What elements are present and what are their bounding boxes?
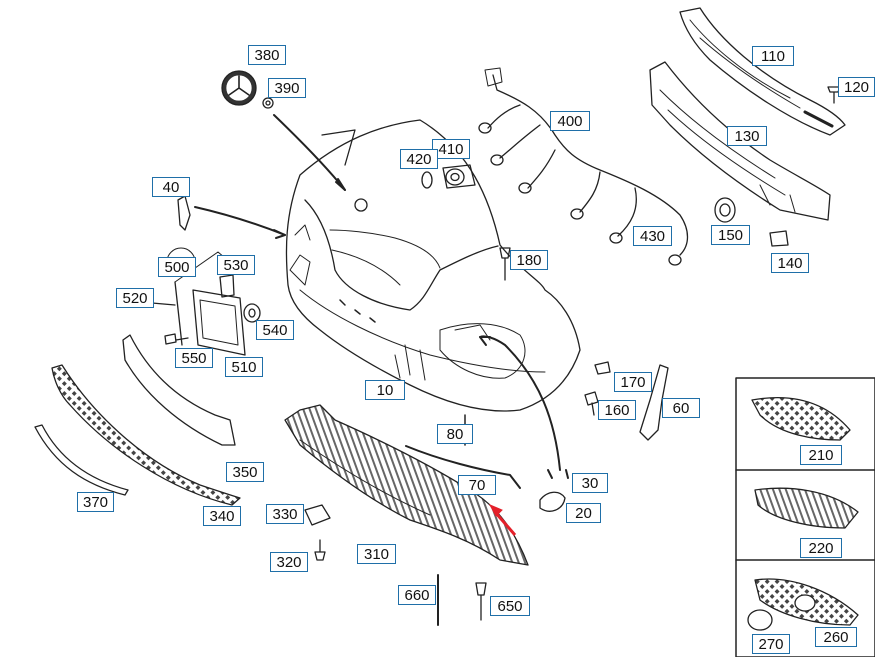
clip-part bbox=[304, 504, 331, 526]
callout-650[interactable]: 650 bbox=[490, 596, 530, 616]
washer-cap-part bbox=[539, 491, 566, 512]
screw-part bbox=[499, 247, 511, 281]
callout-40[interactable]: 40 bbox=[152, 177, 190, 197]
callout-430[interactable]: 430 bbox=[633, 226, 672, 246]
drl-grille-part bbox=[754, 487, 859, 529]
callout-340[interactable]: 340 bbox=[203, 506, 241, 526]
strip-part bbox=[405, 445, 521, 489]
bumper-cover-part bbox=[285, 119, 581, 412]
clip-part bbox=[219, 274, 235, 298]
lower-grille-part bbox=[51, 364, 241, 506]
callout-30[interactable]: 30 bbox=[572, 473, 608, 493]
callout-330[interactable]: 330 bbox=[266, 504, 304, 524]
underbody-panel-part bbox=[284, 404, 529, 566]
ring-part bbox=[747, 609, 773, 631]
callout-60[interactable]: 60 bbox=[662, 398, 700, 418]
screw-part bbox=[584, 391, 599, 416]
callout-310[interactable]: 310 bbox=[357, 544, 396, 564]
callout-160[interactable]: 160 bbox=[598, 400, 636, 420]
callout-510[interactable]: 510 bbox=[225, 357, 263, 377]
parking-sensor-part bbox=[421, 164, 476, 189]
nut-part bbox=[243, 303, 261, 323]
callout-170[interactable]: 170 bbox=[614, 372, 652, 392]
callout-20[interactable]: 20 bbox=[566, 503, 601, 523]
screw-part bbox=[314, 539, 326, 561]
callout-10[interactable]: 10 bbox=[365, 380, 405, 400]
cap-part bbox=[714, 197, 736, 223]
callout-260[interactable]: 260 bbox=[815, 627, 857, 647]
callout-530[interactable]: 530 bbox=[217, 255, 255, 275]
callout-70[interactable]: 70 bbox=[458, 475, 496, 495]
bracket-part bbox=[639, 364, 669, 441]
callout-420[interactable]: 420 bbox=[400, 149, 438, 169]
callout-320[interactable]: 320 bbox=[270, 552, 308, 572]
callout-140[interactable]: 140 bbox=[771, 253, 809, 273]
wiring-harness-part bbox=[478, 67, 689, 266]
callout-370[interactable]: 370 bbox=[77, 492, 114, 512]
callout-390[interactable]: 390 bbox=[268, 78, 306, 98]
screw-part bbox=[164, 333, 189, 345]
callout-500[interactable]: 500 bbox=[158, 257, 196, 277]
callout-130[interactable]: 130 bbox=[727, 126, 767, 146]
callout-80[interactable]: 80 bbox=[437, 424, 473, 444]
callout-210[interactable]: 210 bbox=[800, 445, 842, 465]
small-cover-part bbox=[769, 230, 789, 247]
trim-strip-part bbox=[122, 334, 236, 446]
callout-660[interactable]: 660 bbox=[398, 585, 436, 605]
impact-absorber-part bbox=[649, 61, 831, 221]
callout-410[interactable]: 410 bbox=[432, 139, 470, 159]
callout-110[interactable]: 110 bbox=[752, 46, 794, 66]
callout-120[interactable]: 120 bbox=[838, 77, 875, 97]
side-grille-part bbox=[751, 396, 851, 441]
callout-270[interactable]: 270 bbox=[752, 634, 790, 654]
callout-380[interactable]: 380 bbox=[248, 45, 286, 65]
callout-540[interactable]: 540 bbox=[256, 320, 294, 340]
callout-350[interactable]: 350 bbox=[226, 462, 264, 482]
inset-frame bbox=[735, 377, 875, 657]
bumper-reinforcement-part bbox=[679, 7, 846, 136]
callout-220[interactable]: 220 bbox=[800, 538, 842, 558]
bracket-part bbox=[177, 195, 191, 231]
callout-150[interactable]: 150 bbox=[711, 225, 750, 245]
callout-400[interactable]: 400 bbox=[550, 111, 590, 131]
callout-550[interactable]: 550 bbox=[175, 348, 213, 368]
callout-520[interactable]: 520 bbox=[116, 288, 154, 308]
clip-part bbox=[594, 361, 611, 375]
highlight-arrow bbox=[488, 503, 517, 536]
rivet-part bbox=[475, 582, 487, 621]
emblem-part bbox=[221, 70, 274, 109]
callout-180[interactable]: 180 bbox=[510, 250, 548, 270]
trim-part bbox=[34, 424, 129, 496]
